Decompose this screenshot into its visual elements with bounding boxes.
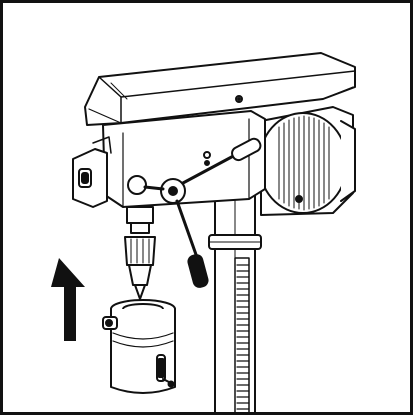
- column: [208, 192, 262, 412]
- switch-box: [72, 136, 112, 208]
- motor: [258, 106, 356, 216]
- rack-teeth: [236, 264, 250, 410]
- drill-press-illustration: [51, 52, 356, 412]
- chuck: [124, 206, 156, 300]
- chuck-guard: [102, 299, 176, 394]
- feed-handles: [127, 137, 262, 288]
- belt-cover: [84, 52, 356, 126]
- arrow-up-icon: [51, 258, 85, 341]
- motor-fins: [278, 115, 330, 211]
